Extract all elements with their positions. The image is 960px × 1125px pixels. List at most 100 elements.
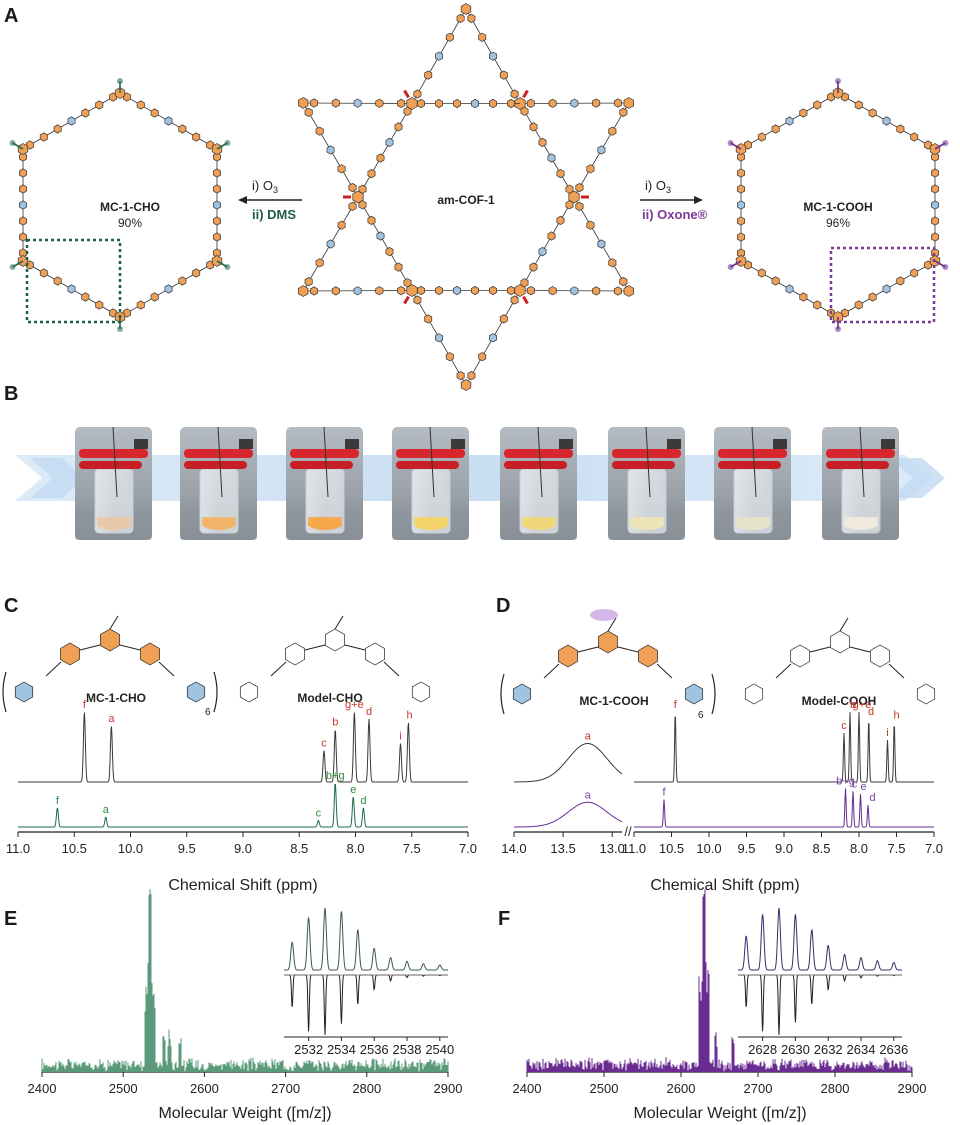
x-tick-label: 14.0	[501, 841, 526, 856]
bond	[519, 103, 575, 198]
linker-ring	[931, 200, 939, 210]
panel-label-a: A	[4, 5, 18, 27]
linker-ring	[164, 284, 173, 294]
linker-ring	[785, 284, 794, 294]
x-tick-label: 10.5	[62, 841, 87, 856]
linker-ring	[213, 200, 221, 210]
ozone-line	[323, 426, 329, 498]
bond	[839, 617, 849, 632]
cof-linker-ring	[435, 98, 443, 109]
polymer-spectrum	[634, 788, 934, 828]
ms-spectrum	[526, 889, 913, 1072]
clamp-jaw	[290, 449, 359, 458]
cof-linker-ring	[548, 98, 557, 108]
x-tick-label: 8.0	[346, 841, 364, 856]
linker-ring	[868, 292, 877, 302]
linker-ring	[910, 132, 919, 142]
functional-group	[835, 326, 841, 332]
side-ring	[790, 644, 810, 668]
clamp-jaw	[718, 461, 781, 469]
end-ring	[684, 683, 704, 705]
linker-ring	[19, 216, 27, 226]
end-ring	[916, 683, 936, 705]
cof-linker-ring	[471, 285, 479, 296]
cof-linker-ring	[397, 285, 406, 296]
bond	[357, 196, 413, 291]
linker-ring	[53, 124, 62, 134]
linker-ring	[164, 116, 173, 126]
linker-ring	[19, 232, 27, 242]
cho-step1: i) O3	[252, 178, 278, 195]
cof-linker-ring	[445, 352, 454, 362]
peak-label: c	[321, 738, 327, 750]
linker-ring	[136, 100, 145, 110]
peak-label: e	[350, 784, 356, 796]
cof-node-ring	[298, 97, 309, 109]
linker-ring	[931, 152, 939, 162]
functional-group	[224, 264, 231, 270]
central-ring	[598, 630, 618, 654]
cof-linker-ring	[529, 122, 538, 132]
cof-linker-ring	[375, 98, 384, 108]
peak-label: d	[868, 706, 874, 718]
clamp-jaw	[826, 449, 895, 458]
cof-linker-ring	[456, 370, 465, 381]
polymer-bracket	[711, 673, 716, 715]
cof-linker-ring	[424, 70, 433, 80]
cof-linker-ring	[499, 314, 508, 324]
inset-tick-label: 2636	[879, 1042, 908, 1057]
linker-ring	[799, 108, 808, 118]
macrocycle-cho-name: MC-1-CHO	[100, 200, 160, 214]
x-tick-label: 2700	[744, 1081, 773, 1096]
cof-linker-ring	[456, 13, 465, 24]
inset-experimental	[738, 907, 902, 971]
cof-linker-ring	[597, 145, 606, 155]
x-tick-label: 2500	[590, 1081, 619, 1096]
clamp-body	[667, 439, 681, 449]
inset-tick-label: 2534	[327, 1042, 356, 1057]
cof-linker-ring	[453, 285, 461, 296]
bond	[45, 661, 62, 677]
clamp-jaw	[826, 461, 889, 469]
end-ring	[744, 683, 764, 705]
linker-ring	[771, 124, 780, 134]
inset-simulated	[284, 974, 448, 1036]
x-tick-label: 2700	[271, 1081, 300, 1096]
functional-group	[117, 78, 123, 84]
x-tick-label: 9.5	[178, 841, 196, 856]
clamp-jaw	[79, 461, 142, 469]
cof-linker-ring	[315, 258, 324, 268]
cof-linker-ring	[586, 164, 595, 174]
inset-tick-label: 2632	[814, 1042, 843, 1057]
polymer-spectrum	[514, 801, 623, 828]
linker-ring	[19, 200, 27, 210]
inset-tick-label: 2536	[360, 1042, 389, 1057]
linker-ring	[854, 100, 863, 110]
functional-group	[727, 264, 734, 270]
x-tick-label: 10.5	[659, 841, 684, 856]
progress-band	[15, 455, 945, 501]
cof-linker-ring	[367, 215, 376, 226]
model-spectrum	[514, 743, 623, 783]
bond	[334, 615, 344, 630]
bond	[775, 663, 792, 679]
cof-linker-ring	[489, 333, 497, 343]
panel-d-structures	[500, 609, 936, 715]
bond	[344, 644, 366, 651]
bond	[607, 617, 617, 632]
vial-photo	[286, 426, 363, 540]
ozone-line	[537, 426, 543, 498]
vial-solution-level	[736, 517, 770, 526]
inset-experimental	[284, 907, 448, 971]
linker-ring	[931, 168, 939, 178]
linker-ring	[896, 276, 905, 286]
linker-ring	[931, 184, 939, 194]
model-spectrum	[634, 711, 934, 783]
vial-photo	[822, 426, 899, 540]
x-tick-label: 11.0	[622, 841, 646, 856]
peak-label: d	[869, 792, 875, 804]
clamp-jaw	[396, 461, 459, 469]
cof-linker-ring	[613, 98, 622, 108]
vial-solution-level	[202, 517, 236, 526]
